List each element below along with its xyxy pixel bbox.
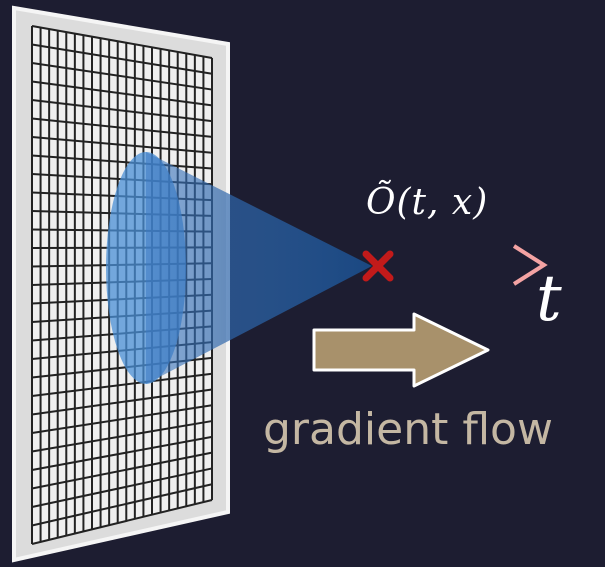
lattice-row-line bbox=[31, 420, 213, 453]
lattice-row-line bbox=[31, 25, 213, 59]
lattice-row-line bbox=[31, 404, 213, 434]
lattice-row-line bbox=[31, 154, 213, 170]
lattice-row-line bbox=[31, 483, 213, 527]
lattice-row-line bbox=[31, 372, 213, 397]
lattice-row-line bbox=[31, 451, 213, 490]
lattice-row-line bbox=[31, 499, 213, 545]
lattice-row-line bbox=[31, 435, 213, 471]
flow-cone bbox=[146, 152, 372, 384]
time-axis-arrowhead bbox=[512, 244, 548, 286]
observable-point-marker bbox=[362, 250, 394, 282]
gradient-flow-label: gradient flow bbox=[263, 404, 553, 455]
lattice-row-line bbox=[31, 62, 213, 91]
gradient-flow-arrow bbox=[312, 312, 490, 388]
observable-label: Õ(t, x) bbox=[366, 182, 489, 223]
lattice-row-line bbox=[31, 388, 213, 416]
lattice-row-line bbox=[31, 43, 213, 75]
lattice-row-line bbox=[31, 99, 213, 123]
time-axis-label: t bbox=[536, 262, 562, 336]
lattice-row-line bbox=[31, 117, 213, 138]
lattice-row-line bbox=[31, 136, 213, 154]
lattice-row-line bbox=[31, 467, 213, 508]
lattice-row-line bbox=[31, 80, 213, 107]
